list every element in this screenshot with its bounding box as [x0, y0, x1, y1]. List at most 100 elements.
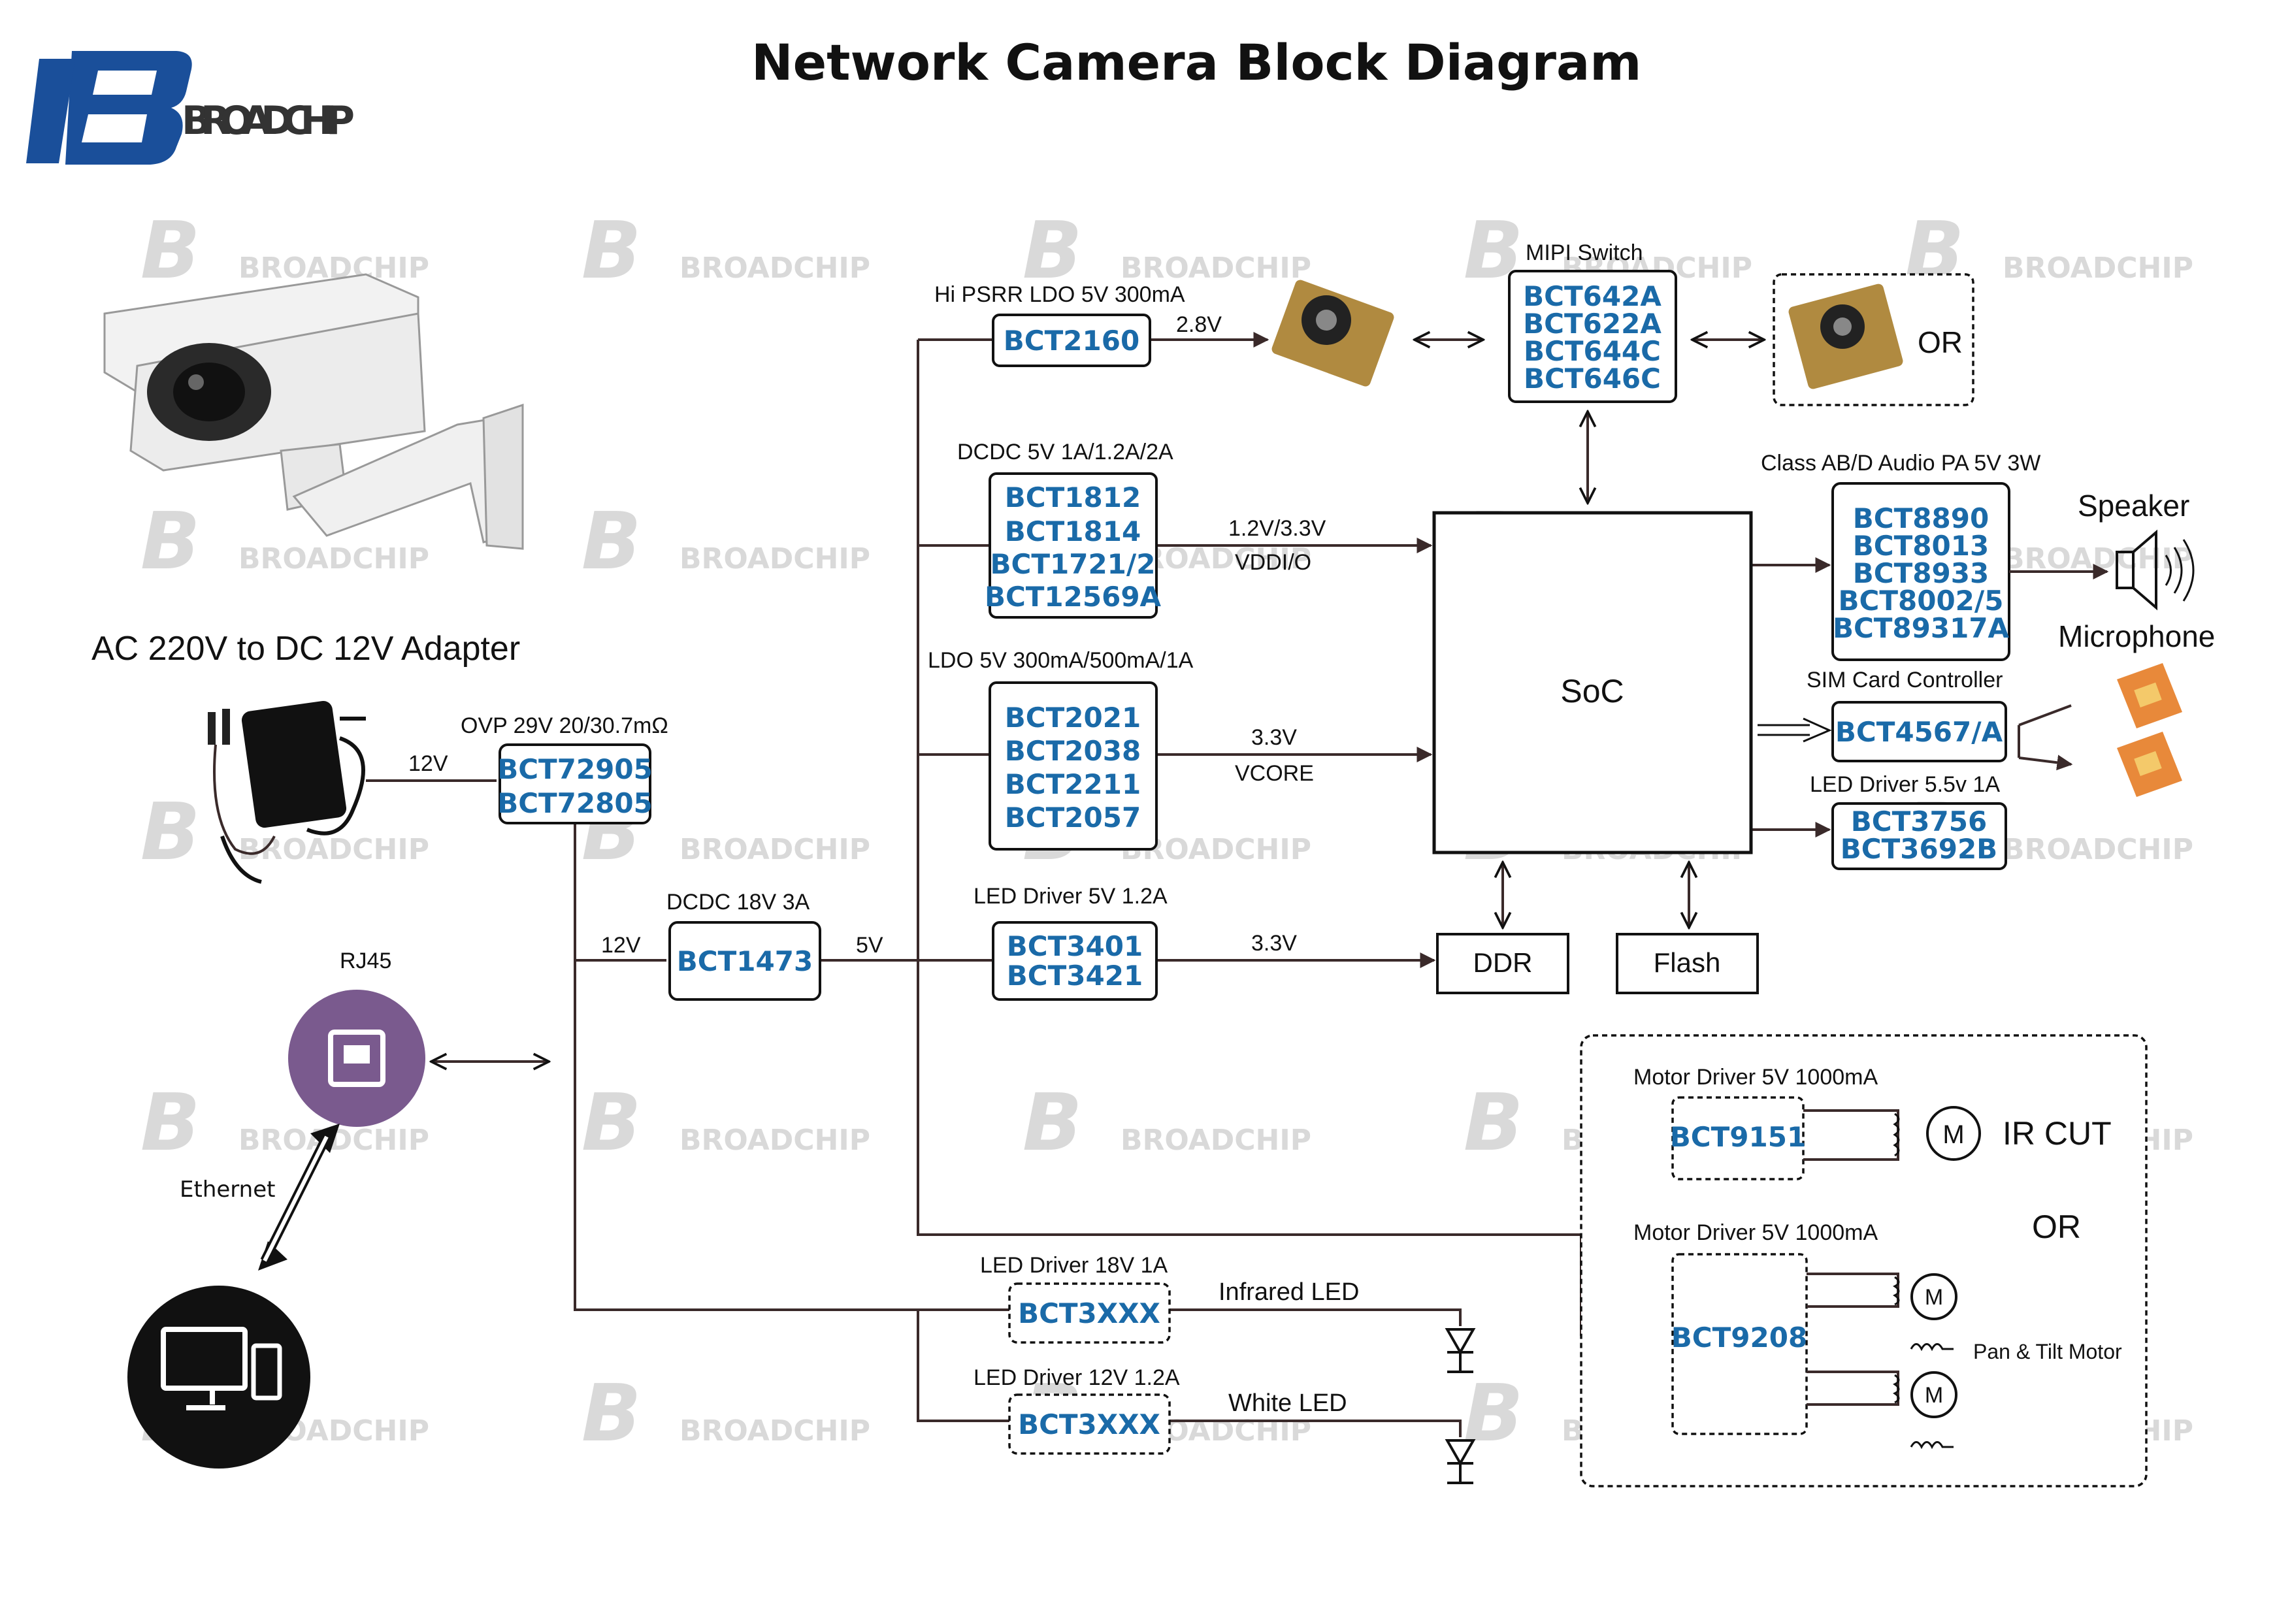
alt-sensor-group: OR	[1773, 273, 1974, 406]
watermark-b-icon: B	[140, 1078, 200, 1169]
audio-part-5: BCT89317A	[1833, 612, 2010, 644]
led12-label: LED Driver 12V 1.2A	[974, 1365, 1180, 1390]
audio-part-1: BCT8890	[1853, 502, 1989, 534]
dcdc5-part-3: BCT1721/2	[990, 548, 1156, 580]
led18-load: Infrared LED	[1219, 1278, 1359, 1306]
mipi-part-1: BCT642A	[1523, 280, 1662, 312]
motor-driver-group: Motor Driver 5V 1000mA BCT9151 M IR CUT …	[1580, 1034, 2148, 1487]
bidir-arrows	[431, 340, 2071, 1062]
ldo5-out1: 3.3V	[1251, 725, 1297, 750]
led55-part-1: BCT3756	[1851, 805, 1987, 837]
ddr-label: DDR	[1473, 947, 1533, 978]
sim-label: SIM Card Controller	[1807, 668, 2003, 692]
watermark-text: BROADCHIP	[679, 252, 870, 285]
broadchip-logo: BROADCHIP	[26, 51, 355, 165]
watermark-b-icon: B	[140, 206, 200, 297]
watermark-b-icon: B	[1464, 1369, 1523, 1459]
dcdc5-out2: VDDI/O	[1235, 550, 1311, 575]
adapter-out-label: 12V	[408, 751, 448, 776]
watermark-text: BROADCHIP	[238, 542, 429, 576]
watermark-b-icon: B	[581, 206, 641, 297]
motor1-load: IR CUT	[2003, 1115, 2112, 1152]
audio-part-2: BCT8013	[1853, 530, 1989, 562]
flash-block: Flash	[1616, 933, 1759, 994]
camera-icon	[103, 273, 524, 550]
dcdc5-part-2: BCT1814	[1005, 515, 1141, 547]
watermark-b-icon: B	[581, 1369, 641, 1459]
dcdc-5v-block: DCDC 5V 1A/1.2A/2A BCT1812 BCT1814 BCT17…	[957, 440, 1326, 619]
ethernet-link-arrow	[258, 1124, 340, 1271]
ldo-hipsrr-part: BCT2160	[1004, 325, 1139, 357]
watermark-b-icon: B	[581, 496, 641, 587]
speaker-label: Speaker	[2078, 489, 2189, 523]
watermark-b-icon: B	[140, 787, 200, 878]
ldo5-part-4: BCT2057	[1005, 802, 1141, 834]
audio-label: Class AB/D Audio PA 5V 3W	[1761, 451, 2040, 476]
ldo-5v-block: LDO 5V 300mA/500mA/1A BCT2021 BCT2038 BC…	[928, 648, 1314, 851]
led-driver-12v-block: LED Driver 12V 1.2A BCT3XXX White LED	[974, 1365, 1347, 1455]
image-sensor-icon	[1271, 280, 1394, 387]
dcdc-18v-block: DCDC 18V 3A 12V 5V BCT1473	[601, 890, 883, 1001]
led-driver-55v-block: LED Driver 5.5v 1A BCT3756 BCT3692B	[1810, 772, 2007, 870]
watermark-b-icon: B	[581, 1078, 641, 1169]
mipi-or: OR	[1918, 325, 1963, 359]
ldo5-part-1: BCT2021	[1005, 702, 1141, 734]
mipi-label: MIPI Switch	[1526, 240, 1643, 265]
led12-part: BCT3XXX	[1018, 1408, 1160, 1440]
led55-label: LED Driver 5.5v 1A	[1810, 772, 2000, 797]
ovp-part-2: BCT72805	[497, 787, 653, 819]
watermark-text: BROADCHIP	[679, 833, 870, 866]
adapter-caption: AC 220V to DC 12V Adapter	[91, 630, 520, 668]
ldo5-part-2: BCT2038	[1005, 735, 1141, 767]
sim-block: SIM Card Controller BCT4567/A	[1807, 668, 2007, 762]
watermark-b-icon: B	[140, 496, 200, 587]
led18-label: LED Driver 18V 1A	[980, 1253, 1168, 1278]
watermark-text: BROADCHIP	[2003, 252, 2193, 285]
watermark-b-icon: B	[1023, 206, 1082, 297]
watermark-b-icon: B	[1464, 1078, 1523, 1169]
watermark-text: BROADCHIP	[679, 1414, 870, 1448]
watermark-text: BROADCHIP	[1121, 252, 1311, 285]
motor-or: OR	[2032, 1209, 2081, 1245]
soc-block: SoC	[1432, 511, 1753, 854]
ldo-hipsrr-out: 2.8V	[1176, 312, 1222, 337]
sim-part: BCT4567/A	[1835, 716, 2003, 748]
sim-card-icon	[2117, 663, 2182, 797]
ldo-hipsrr-label: Hi PSRR LDO 5V 300mA	[934, 282, 1185, 307]
motor2-m-2: M	[1925, 1383, 1943, 1408]
ldo5-part-3: BCT2211	[1005, 768, 1141, 800]
watermark-text: BROADCHIP	[679, 1124, 870, 1157]
led-diode-icon	[1445, 1328, 1476, 1484]
flash-label: Flash	[1654, 947, 1721, 978]
dcdc5-label: DCDC 5V 1A/1.2A/2A	[957, 440, 1173, 464]
watermark-text: BROADCHIP	[1121, 1124, 1311, 1157]
speaker-icon	[2116, 529, 2195, 611]
motor2-label: Motor Driver 5V 1000mA	[1633, 1220, 1878, 1245]
ethernet-label: Ethernet	[180, 1177, 275, 1203]
led5-out: 3.3V	[1251, 931, 1297, 956]
led-driver-18v-block: LED Driver 18V 1A BCT3XXX Infrared LED	[980, 1253, 1359, 1344]
dcdc18-in: 12V	[601, 933, 641, 958]
motor2-part: BCT9208	[1671, 1322, 1807, 1354]
mipi-part-2: BCT622A	[1523, 308, 1662, 340]
watermark-text: BROADCHIP	[679, 542, 870, 576]
rj45-port-icon	[288, 990, 425, 1127]
mipi-block: MIPI Switch BCT642A BCT622A BCT644C BCT6…	[1508, 240, 1677, 403]
led5-part-2: BCT3421	[1007, 960, 1143, 992]
motor1-label: Motor Driver 5V 1000mA	[1633, 1065, 1878, 1090]
audio-pa-block: Class AB/D Audio PA 5V 3W BCT8890 BCT801…	[1761, 451, 2215, 661]
brand-name: BROADCHIP	[182, 98, 355, 144]
dcdc5-out1: 1.2V/3.3V	[1228, 516, 1326, 541]
hi-psrr-ldo-block: Hi PSRR LDO 5V 300mA BCT2160 2.8V	[934, 282, 1222, 367]
led55-part-2: BCT3692B	[1841, 833, 1997, 865]
mipi-part-3: BCT644C	[1524, 335, 1661, 367]
dcdc5-part-4: BCT12569A	[985, 581, 1162, 613]
ldo5-out2: VCORE	[1235, 761, 1314, 786]
soc-label: SoC	[1560, 673, 1624, 709]
ddr-block: DDR	[1436, 933, 1569, 994]
ovp-label: OVP 29V 20/30.7mΩ	[461, 713, 668, 738]
ovp-part-1: BCT72905	[497, 753, 653, 785]
watermark-b-icon: B	[1023, 1078, 1082, 1169]
led5-label: LED Driver 5V 1.2A	[974, 884, 1168, 909]
